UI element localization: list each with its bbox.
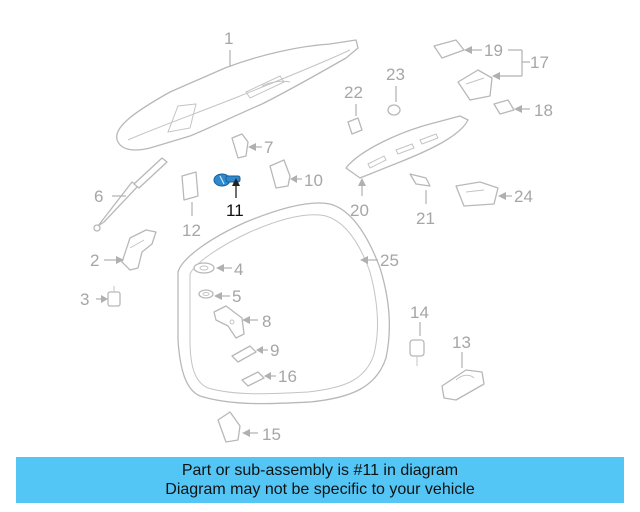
callout-4: 4 — [234, 260, 243, 279]
part-14-stopper — [409, 339, 425, 366]
part-7-clip — [231, 133, 249, 159]
callout-8: 8 — [262, 312, 271, 331]
callout-25: 25 — [380, 251, 399, 270]
part-22-clip — [347, 117, 363, 135]
part-17-latch-assembly — [457, 69, 493, 101]
callout-7: 7 — [264, 138, 273, 157]
part-9-bolt — [231, 345, 257, 363]
callout-13: 13 — [452, 333, 471, 352]
callout-16: 16 — [278, 367, 297, 386]
callout-6: 6 — [94, 187, 103, 206]
callout-23: 23 — [386, 65, 405, 84]
part-11-screw-highlighted — [213, 173, 241, 187]
part-18-bolt — [493, 99, 515, 115]
part-12-pad — [181, 171, 199, 201]
callout-21: 21 — [416, 209, 435, 228]
part-5-nut — [198, 289, 214, 299]
part-1-spoiler — [116, 39, 359, 151]
callout-9: 9 — [270, 341, 279, 360]
part-13-striker — [441, 369, 485, 401]
callout-20: 20 — [350, 201, 369, 220]
part-10-bracket — [269, 159, 291, 189]
callout-11: 11 — [226, 201, 244, 220]
part-25-liftgate-frame — [177, 202, 391, 405]
part-8-hinge-bracket — [213, 305, 245, 339]
callout-14: 14 — [410, 303, 429, 322]
callout-12: 12 — [182, 221, 201, 240]
callout-1: 1 — [224, 29, 233, 48]
callout-3: 3 — [80, 290, 89, 309]
part-16-bolt — [241, 371, 265, 387]
part-21-screw — [409, 173, 431, 187]
banner-line-1: Part or sub-assembly is #11 in diagram — [181, 462, 459, 479]
callout-15: 15 — [262, 425, 281, 444]
callout-18: 18 — [534, 101, 553, 120]
callout-24: 24 — [514, 187, 533, 206]
part-4-grommet — [193, 262, 215, 274]
banner-line-2: Diagram may not be specific to your vehi… — [165, 481, 475, 498]
part-3-bolt — [107, 286, 121, 307]
part-24-bracket — [455, 181, 499, 207]
info-banner: Part or sub-assembly is #11 in diagram D… — [16, 457, 624, 503]
callout-22: 22 — [344, 83, 363, 102]
callout-17: 17 — [530, 53, 549, 72]
part-20-garnish — [345, 115, 469, 179]
part-23-grommet — [387, 104, 401, 116]
part-15-bumper-pad — [217, 411, 241, 443]
callout-10: 10 — [304, 171, 323, 190]
part-6-gas-strut — [93, 157, 168, 232]
callout-19: 19 — [484, 41, 503, 60]
callout-5: 5 — [232, 287, 241, 306]
callout-2: 2 — [90, 251, 99, 270]
part-2-bracket — [121, 229, 157, 271]
part-19-connector — [433, 39, 465, 59]
